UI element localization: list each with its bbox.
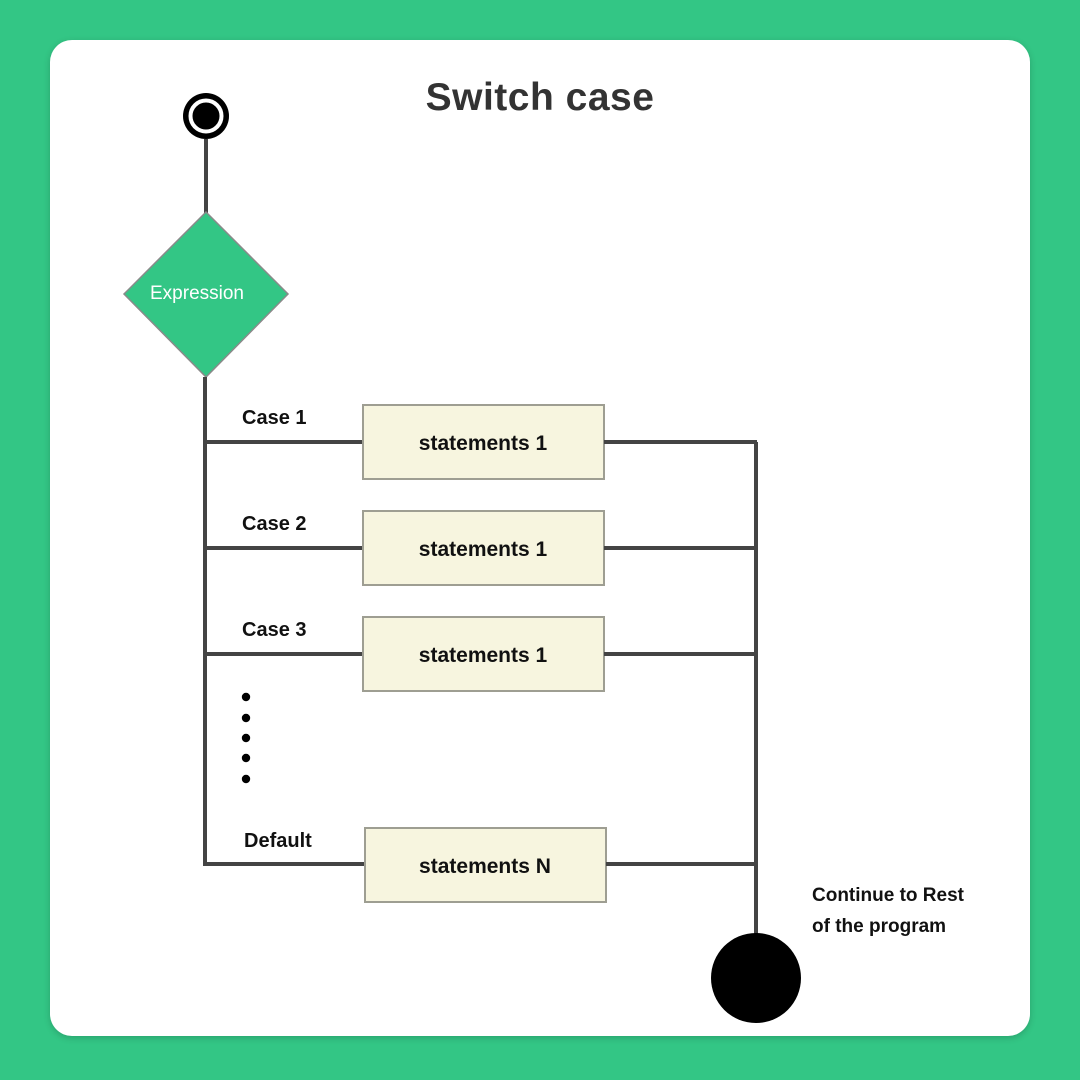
- ellipsis-dot: [241, 713, 251, 723]
- ellipsis-dot: [241, 692, 251, 702]
- initial-node-ring: [188, 98, 224, 134]
- page-title: Switch case: [425, 76, 655, 119]
- statement-box-1-label: statements 1: [419, 432, 548, 455]
- statement-box-default-label: statements N: [419, 855, 551, 878]
- continue-note-line-1: Continue to Rest: [812, 885, 964, 906]
- statement-box-3-label: statements 1: [419, 644, 548, 667]
- continue-note-line-2: of the program: [812, 916, 947, 937]
- case-label-2: Case 2: [242, 513, 307, 535]
- case-label-1: Case 1: [242, 407, 307, 429]
- final-node[interactable]: [711, 933, 801, 1023]
- ellipsis-dot: [241, 753, 251, 763]
- statement-box-3[interactable]: [362, 616, 605, 692]
- decision-label: Expression: [150, 283, 244, 304]
- statement-box-default[interactable]: [364, 827, 607, 903]
- ellipsis-dot: [241, 774, 251, 784]
- case-label-3: Case 3: [242, 619, 307, 641]
- initial-node-core: [195, 105, 217, 127]
- case-label-default: Default: [244, 830, 312, 852]
- ellipsis-dot: [241, 733, 251, 743]
- statement-box-2-label: statements 1: [419, 538, 548, 561]
- continue-note: Continue to Rest of the program: [812, 880, 1022, 942]
